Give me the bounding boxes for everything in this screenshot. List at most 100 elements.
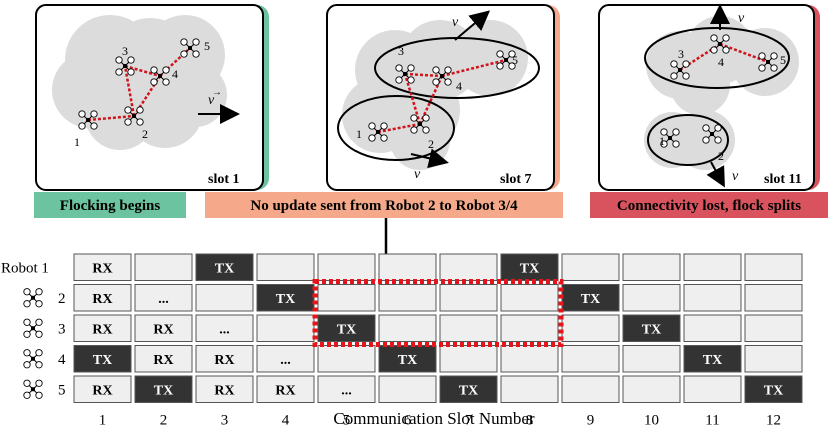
rx-label: RX xyxy=(275,383,295,398)
column-label: 2 xyxy=(160,413,168,429)
schedule-cell xyxy=(256,345,315,373)
ellipsis-label: ... xyxy=(158,292,169,307)
schedule-cell xyxy=(683,345,742,373)
column-label: 1 xyxy=(99,413,107,429)
tx-label: TX xyxy=(154,383,173,398)
schedule-cell xyxy=(683,284,742,312)
schedule-cell xyxy=(439,375,498,403)
schedule-cell xyxy=(683,375,742,403)
rx-label: RX xyxy=(214,383,234,398)
rx-label: RX xyxy=(92,383,112,398)
banner-text: No update sent from Robot 2 to Robot 3/4 xyxy=(250,198,518,214)
panel-slot-7: 1 2 3 4 5 v v slot 7 xyxy=(326,4,560,191)
velocity-label: v xyxy=(452,15,459,30)
banner-no-update: No update sent from Robot 2 to Robot 3/4 xyxy=(205,192,563,218)
schedule-cell xyxy=(561,345,620,373)
row-label: 2 xyxy=(58,291,66,307)
robot-label: 3 xyxy=(398,44,404,58)
robot-label: 5 xyxy=(512,53,518,67)
schedule-cell xyxy=(195,345,254,373)
schedule-cell xyxy=(73,375,132,403)
robot-label: 2 xyxy=(428,137,434,151)
velocity-arrow xyxy=(454,10,491,41)
schedule-cell xyxy=(744,314,803,342)
schedule-cell xyxy=(256,284,315,312)
schedule-cell xyxy=(378,375,437,403)
banner-flocking-begins: Flocking begins xyxy=(34,192,186,218)
schedule-cell xyxy=(317,345,376,373)
drone-icon xyxy=(23,318,43,338)
schedule-cell xyxy=(439,314,498,342)
subgroup-ellipse xyxy=(647,114,729,166)
communication-range-region xyxy=(644,16,799,170)
tx-label: TX xyxy=(459,383,478,398)
schedule-cell xyxy=(317,284,376,312)
schedule-cell xyxy=(317,314,376,342)
schedule-cell xyxy=(134,284,193,312)
tx-label: TX xyxy=(398,353,417,368)
schedule-cell xyxy=(744,284,803,312)
column-label: 11 xyxy=(705,413,719,429)
panel-slot-1: 1 2 3 4 5 v → slot 1 xyxy=(35,4,269,191)
schedule-cell xyxy=(73,345,132,373)
drone-icon xyxy=(23,349,43,369)
schedule-cell xyxy=(73,284,132,312)
comm-links xyxy=(377,58,507,134)
row-label: 3 xyxy=(58,321,66,337)
column-label: 7 xyxy=(465,413,473,429)
robot-label: 3 xyxy=(122,44,128,58)
schedule-cell xyxy=(134,345,193,373)
slot-label: slot 11 xyxy=(764,172,802,187)
tx-label: TX xyxy=(93,353,112,368)
schedule-cell xyxy=(622,253,681,281)
schedule-cell xyxy=(683,253,742,281)
schedule-cell xyxy=(256,314,315,342)
schedule-cell xyxy=(622,314,681,342)
schedule-cell xyxy=(256,253,315,281)
schedule-cell xyxy=(378,314,437,342)
robot-label: 3 xyxy=(678,47,684,61)
tx-label: TX xyxy=(520,261,539,276)
schedule-cell xyxy=(317,253,376,281)
slot-label: slot 1 xyxy=(208,172,240,187)
rx-label: RX xyxy=(92,322,112,337)
drone-icon xyxy=(23,288,43,308)
velocity-label: v xyxy=(208,93,215,108)
schedule-cell xyxy=(195,253,254,281)
schedule-cell xyxy=(622,284,681,312)
tx-label: TX xyxy=(642,322,661,337)
schedule-cell xyxy=(195,284,254,312)
schedule-cell xyxy=(561,253,620,281)
schedule-cell xyxy=(73,314,132,342)
rx-label: RX xyxy=(153,322,173,337)
column-label: 5 xyxy=(343,413,351,429)
schedule-cell xyxy=(317,375,376,403)
row-label: Robot 1 xyxy=(1,260,49,276)
robot-label: 5 xyxy=(204,39,210,53)
column-label: 8 xyxy=(526,413,534,429)
ellipsis-label: ... xyxy=(341,383,352,398)
velocity-arrow xyxy=(706,161,725,188)
rx-label: RX xyxy=(214,353,234,368)
ellipsis-label: ... xyxy=(280,353,291,368)
subgroup-ellipse xyxy=(644,27,790,89)
column-label: 4 xyxy=(282,413,290,429)
robot-label: 4 xyxy=(718,55,724,69)
banner-connectivity-lost: Connectivity lost, flock splits xyxy=(590,192,828,218)
vector-arrow-accent: → xyxy=(212,87,222,98)
communication-range-region xyxy=(342,20,528,170)
schedule-cell xyxy=(378,253,437,281)
schedule-cell xyxy=(561,314,620,342)
robot-label: 5 xyxy=(780,53,786,67)
schedule-cell xyxy=(500,345,559,373)
robot-label: 2 xyxy=(142,127,148,141)
velocity-label: v xyxy=(414,167,421,182)
schedule-cell xyxy=(500,314,559,342)
velocity-label: v xyxy=(738,11,745,26)
schedule-cell xyxy=(500,253,559,281)
tx-label: TX xyxy=(764,383,783,398)
schedule-cell xyxy=(683,314,742,342)
schedule-cell xyxy=(134,253,193,281)
schedule-cell xyxy=(73,253,132,281)
